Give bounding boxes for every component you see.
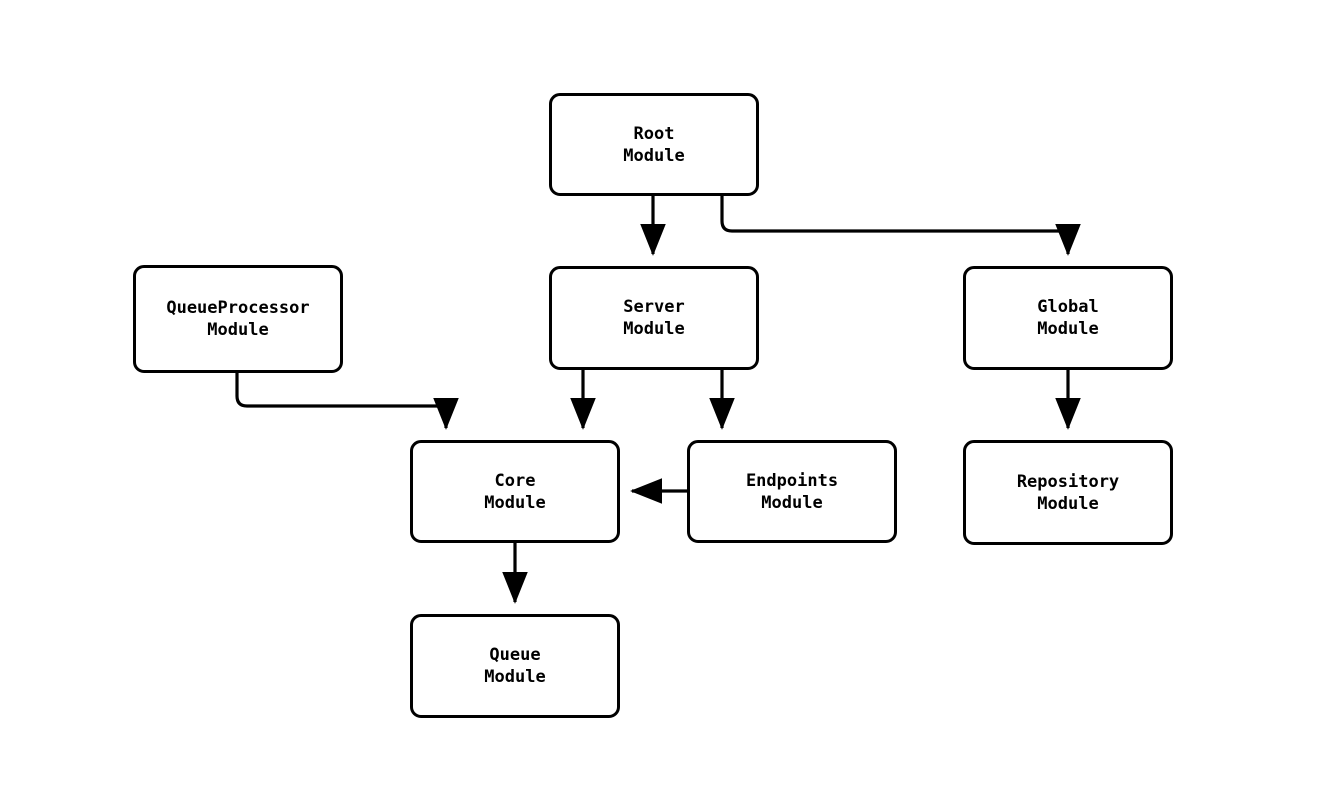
edge-root-to-global [720, 196, 1081, 256]
node-global-module[interactable]: Global Module [963, 266, 1173, 370]
node-queue-module[interactable]: Queue Module [410, 614, 620, 718]
node-repository-module-line2: Module [1037, 493, 1099, 514]
node-repository-module-line1: Repository [1016, 471, 1120, 492]
node-global-module-line1: Global [1037, 297, 1099, 317]
node-queue-module-line2: Module [484, 667, 546, 687]
node-root-module-line1: Root [633, 123, 675, 144]
node-server-module-line2: Module [623, 319, 685, 339]
node-repository-module[interactable]: Repository Module [963, 440, 1173, 545]
node-endpoints-module-line1: Endpoints [745, 470, 839, 491]
node-core-module-line2: Module [484, 492, 546, 513]
node-core-module-line1: Core [494, 470, 536, 491]
node-queue-module-line1: Queue [489, 645, 541, 665]
node-server-module[interactable]: Server Module [549, 266, 759, 370]
node-queueprocessor-module-line1: QueueProcessor [166, 298, 310, 318]
node-server-module-line1: Server [623, 297, 685, 317]
node-queueprocessor-module[interactable]: QueueProcessor Module [133, 265, 343, 373]
node-root-module-line2: Module [623, 145, 685, 166]
edge-queueprocessor-to-core [235, 373, 459, 430]
node-root-module[interactable]: Root Module [549, 93, 759, 196]
node-endpoints-module-line2: Module [761, 492, 823, 513]
node-endpoints-module[interactable]: Endpoints Module [687, 440, 897, 543]
node-global-module-line2: Module [1037, 319, 1099, 339]
node-core-module[interactable]: Core Module [410, 440, 620, 543]
node-queueprocessor-module-line2: Module [207, 320, 269, 340]
